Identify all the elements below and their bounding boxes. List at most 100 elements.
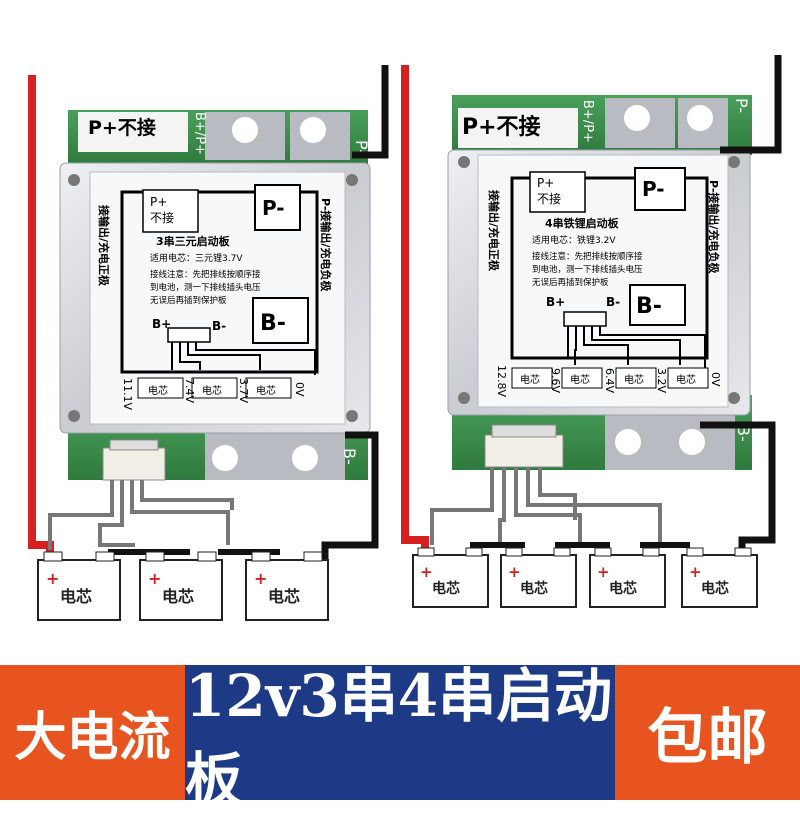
right-schem-cell-2 [561,367,603,389]
left-connector-pins [109,439,159,451]
left-schem-cell-label: 电芯 [256,384,276,397]
right-edge-pminus: P- [732,98,751,113]
right-schematic-outline [510,176,709,360]
left-voltage-3: 3.7V [237,378,250,403]
left-battery-pack: + 电芯 + 电芯 + 电芯 [37,551,329,621]
left-schem-cell-label: 电芯 [148,384,168,397]
right-cover-screw [458,392,470,404]
left-bminus-box [252,297,309,344]
left-edge-bminus: B- [340,448,359,465]
left-top-label: P+不接 [88,117,156,139]
left-screw-hole-4 [292,445,318,471]
left-panel-noconnect: 不接 [150,210,174,225]
right-voltage-5: 0V [709,372,722,387]
left-schematic-wires [171,342,316,375]
battery-cell: + 电芯 [412,547,489,608]
left-cover-screw [68,174,80,186]
battery-label: 电芯 [162,587,194,606]
left-pminus-box [254,184,301,231]
right-schem-cell-1 [511,367,553,389]
right-schem-cell-label: 电芯 [624,373,644,386]
right-cover-screw [728,392,740,404]
right-screw-hole-1 [624,105,650,131]
right-board: P+不接 P- B+/P+ B- P+ 不接 P- B- B+ B- 接输出/充… [447,95,753,470]
right-connector-box [563,311,607,327]
left-board: P+不接 P- B+/P+ B- P+ 不接 P- B- B+ B- 接输出/充… [59,110,371,481]
right-voltage-1: 12.8V [495,365,508,397]
right-side-right: P-接输出/充电负极 [707,180,721,274]
battery-label: 电芯 [520,580,548,597]
left-top-label-area [78,112,188,152]
right-edge-bplus: B+/P+ [580,100,595,143]
right-note-2: 到电池，测一下排线插头电压 [532,264,643,275]
battery-plus: + [148,569,161,588]
right-panel-pminus: P- [642,177,665,201]
left-panel-bminus: B- [260,311,286,336]
right-panel-bminus-small: B- [606,295,620,309]
left-edge-bplus: B+/P+ [192,112,207,155]
left-pplus-box [142,189,199,233]
right-red-wire [401,65,429,553]
right-schem-cell-label: 电芯 [676,373,696,386]
left-screw-hole-1 [232,117,258,143]
right-sticker [477,154,729,408]
left-panel-pminus: P- [262,196,285,220]
right-panel-bminus: B- [636,294,662,319]
right-screw-hole-2 [687,105,713,131]
left-schem-cell-2 [191,377,238,399]
left-side-right: P-接输出/充电负极 [319,198,333,292]
left-voltage-4: 0V [293,382,306,397]
left-balance-wires [48,480,234,550]
battery-plus: + [46,569,59,588]
left-cover-screw [346,174,358,186]
right-top-label: P+不接 [462,115,541,140]
left-title: 3串三元启动板 [156,234,231,248]
right-schem-cell-3 [615,367,657,389]
right-schem-cell-4 [667,367,709,389]
left-note-3: 无误后再插到保护板 [150,295,227,306]
right-voltage-2: 9.6V [549,368,562,393]
left-cover-screw [68,410,80,422]
battery-plus: + [508,563,521,581]
battery-cell: + 电芯 [681,547,758,608]
right-schem-cell-label: 电芯 [520,373,540,386]
battery-plus: + [597,563,610,581]
right-black-wire-top [720,55,782,154]
left-schematic-outline [120,190,319,374]
right-balance-wires [430,467,662,545]
left-cell-type: 适用电芯：三元锂3.7V [150,252,243,264]
promo-banner: 大电流 12v3串4串启动板 包邮 [0,662,800,814]
right-battery-pack: + 电芯 + 电芯 + 电芯 + 电芯 [412,547,758,608]
right-pplus-box [529,171,586,213]
right-note-1: 接线注意：先把排线按顺序接 [532,251,643,262]
product-illustration: P+不接 P- B+/P+ B- P+ 不接 P- B- B+ B- 接输出/充… [28,55,782,621]
right-edge-bminus: B- [734,425,753,442]
right-black-wire-bottom [700,421,776,555]
left-screw-hole-2 [300,117,326,143]
right-bminus-box [629,284,686,326]
right-schem-cell-label: 电芯 [570,373,590,386]
right-screw-hole-3 [615,429,641,455]
battery-label: 电芯 [432,580,460,597]
left-cover-screw [346,410,358,422]
right-voltage-3: 6.4V [603,368,616,393]
right-panel-pplus: P+ [537,176,554,190]
right-voltage-4: 3.2V [655,368,668,393]
battery-cell: + 电芯 [37,551,121,621]
banner-high-current: 大电流 [0,665,185,800]
right-screw-hole-4 [679,429,705,455]
battery-cell: + 电芯 [139,551,223,621]
right-pminus-box [634,167,686,211]
left-edge-pminus: P- [352,140,371,155]
right-cover-screw [728,156,740,168]
left-panel-bminus-small: B- [212,319,226,333]
left-balance-connector [102,447,166,481]
left-side-left: 接输出/充电正极 [97,205,111,287]
left-voltage-2: 7.4V [183,378,196,403]
battery-label: 电芯 [609,580,637,597]
banner-free-shipping: 包邮 [615,665,800,800]
left-schem-cell-label: 电芯 [202,384,222,397]
left-voltage-1: 11.1V [121,378,134,410]
battery-cell: + 电芯 [245,551,329,621]
right-cover-screw [458,156,470,168]
